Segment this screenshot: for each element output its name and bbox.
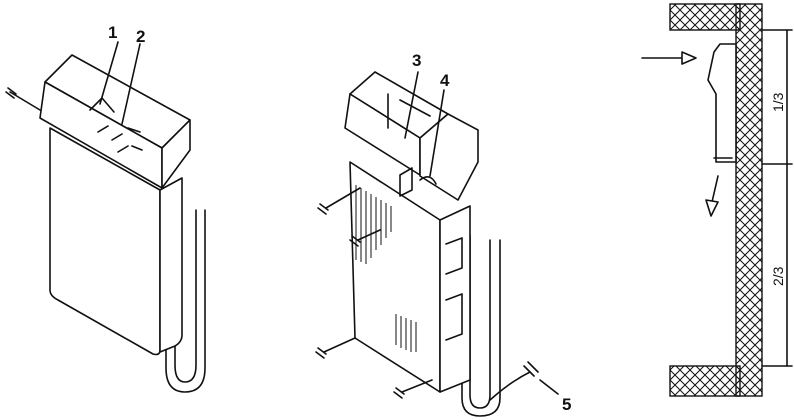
arrow-in-head	[681, 51, 697, 65]
wall-brackets	[445, 237, 463, 341]
open-top-right	[419, 113, 479, 201]
floor-slab	[669, 365, 741, 397]
thermostat-part-4	[419, 176, 437, 185]
hanger-tube-1	[174, 209, 197, 383]
grille-mark-3	[127, 127, 143, 151]
cable-2	[325, 187, 361, 209]
leader-2	[121, 43, 141, 125]
callout-4: 4	[440, 71, 450, 90]
callout-2: 2	[136, 27, 145, 46]
callout-1: 1	[108, 23, 117, 42]
leader-1	[99, 41, 119, 105]
open-body-front	[349, 161, 441, 393]
arrow-out-head	[705, 199, 719, 217]
cable-5	[401, 379, 433, 393]
cable-end-5	[393, 387, 405, 399]
radiator-closed	[5, 41, 206, 393]
hanger-tube-3	[469, 234, 491, 409]
wall	[735, 3, 763, 397]
arrow-out-shaft	[711, 175, 719, 203]
cable-end-callout-5	[523, 361, 539, 377]
body-side	[159, 177, 183, 353]
callout-5: 5	[562, 395, 571, 414]
cable-callout-5	[489, 371, 531, 401]
element-hatch-2	[395, 314, 417, 352]
dimension-lower: 2/3	[770, 266, 786, 286]
cover-side-face	[161, 119, 191, 189]
wall-section	[641, 3, 793, 397]
callout-3: 3	[412, 51, 421, 70]
open-grille	[387, 93, 431, 129]
cable-3	[357, 229, 381, 241]
cable-1	[9, 91, 41, 111]
thermostat-part-3	[399, 167, 413, 197]
cable-end-4	[315, 347, 327, 359]
hanger-tube-2	[165, 209, 206, 393]
leader-3	[404, 71, 419, 139]
cable-end-3	[349, 235, 361, 247]
grille-mark-2	[97, 125, 129, 153]
element-hatch-1	[355, 185, 392, 264]
cable-end-1	[5, 87, 17, 99]
leader-5	[539, 379, 559, 395]
ceiling-slab	[669, 3, 741, 31]
hanger-tube-4	[461, 229, 501, 417]
open-body-side	[439, 205, 471, 393]
cable-4	[323, 337, 356, 353]
cable-end-2	[317, 203, 329, 215]
radiator-profile	[707, 43, 737, 163]
leader-4	[429, 89, 445, 177]
radiator-open	[315, 71, 559, 417]
dimension-upper: 1/3	[770, 92, 786, 112]
